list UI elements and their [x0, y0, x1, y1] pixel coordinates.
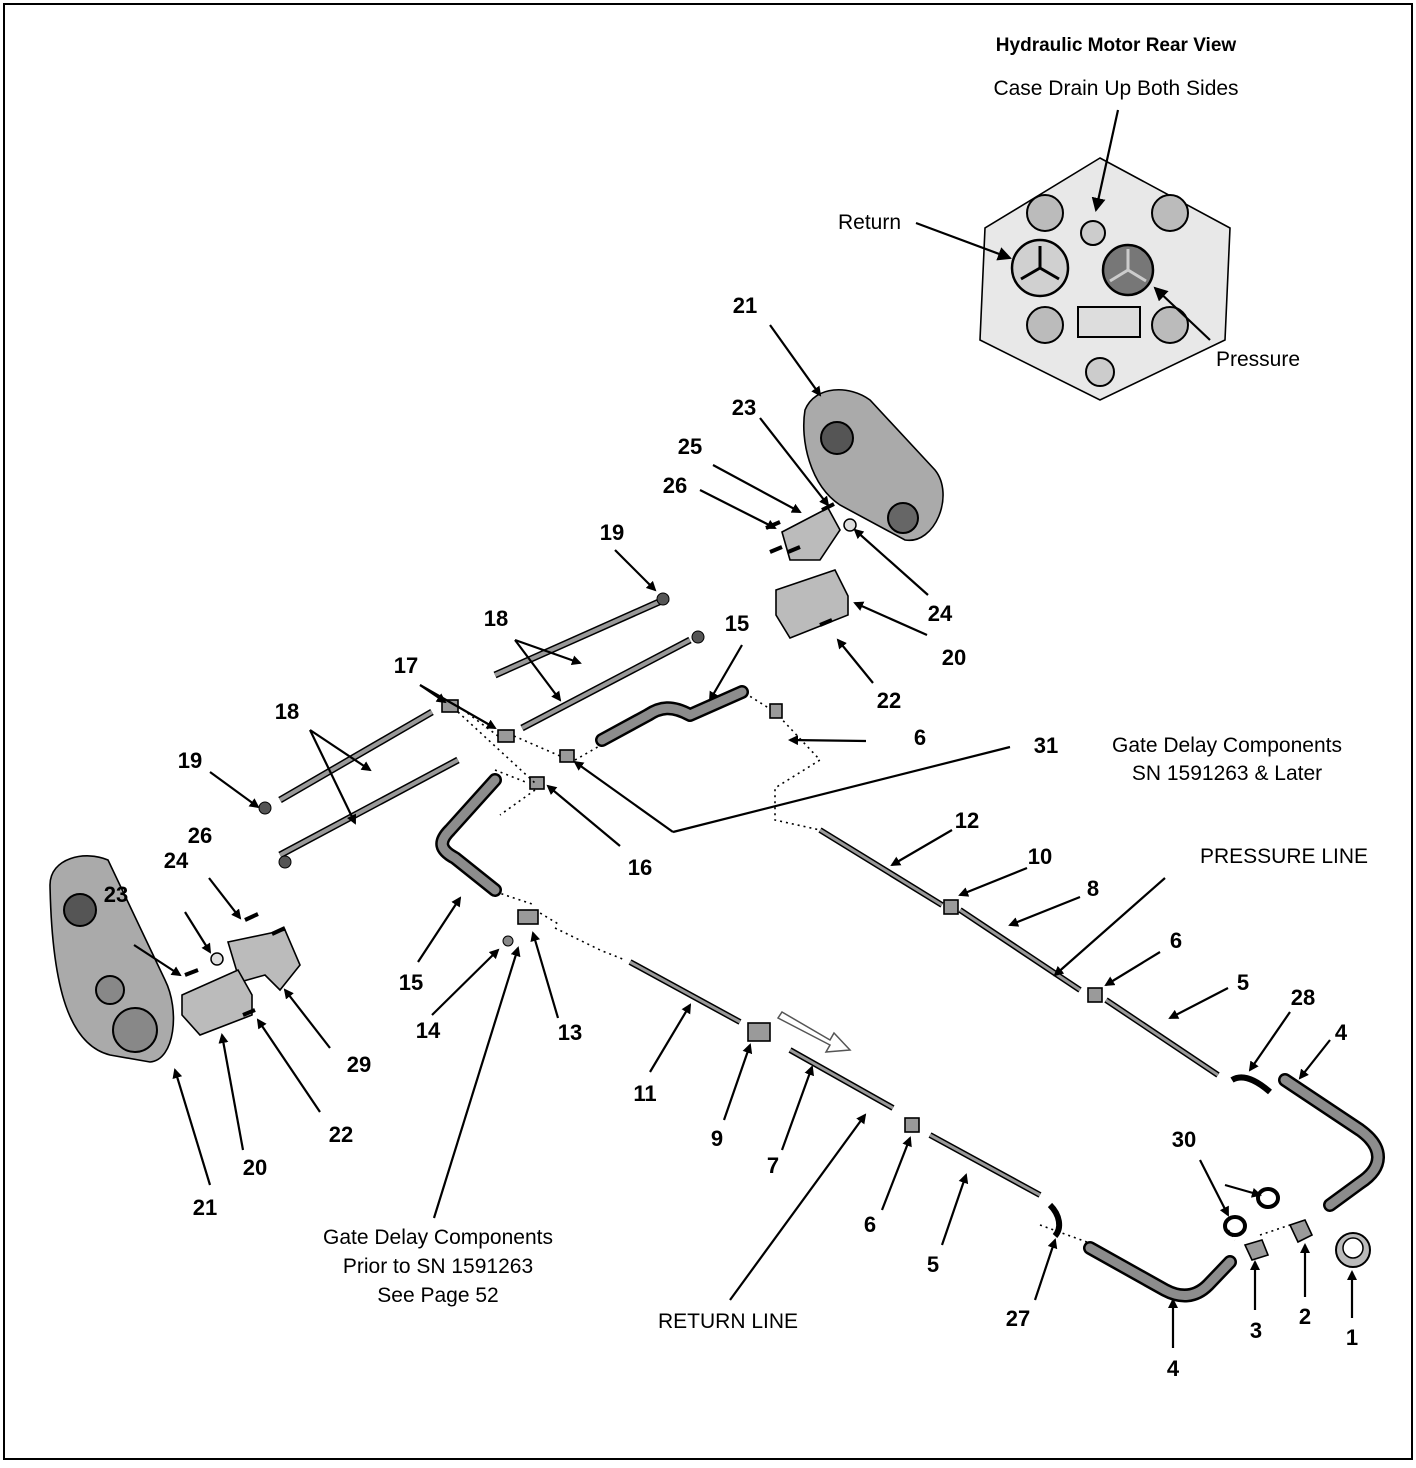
callout-6-low: 6	[864, 1212, 876, 1237]
fitting-2	[1288, 1219, 1314, 1244]
callout-26-top: 26	[663, 473, 687, 498]
return-line-label: RETURN LINE	[658, 1310, 798, 1333]
callout-16: 16	[628, 855, 652, 880]
callout-15-top: 15	[725, 611, 749, 636]
gate-delay-later-line2: SN 1591263 & Later	[1132, 762, 1322, 785]
gearbox-left	[49, 855, 175, 1063]
callout-15-left: 15	[399, 970, 423, 995]
elbow-31	[559, 749, 575, 763]
pressure-line-tubes	[818, 827, 1272, 1095]
callout-leaders	[133, 324, 1357, 1348]
gate-delay-later-line1: Gate Delay Components	[1112, 734, 1342, 757]
fitting-14	[502, 935, 514, 947]
callout-4-right: 4	[1335, 1020, 1348, 1045]
callout-23-top: 23	[732, 395, 756, 420]
callout-21-left: 21	[193, 1195, 217, 1220]
gate-delay-prior-line1: Gate Delay Components	[323, 1226, 553, 1249]
callout-20-top: 20	[942, 645, 966, 670]
o-ring-30b	[1256, 1187, 1280, 1209]
callout-13: 13	[558, 1020, 582, 1045]
callout-24-top: 24	[928, 601, 953, 626]
callout-5-mid: 5	[1237, 970, 1249, 995]
callout-21-top: 21	[733, 293, 757, 318]
page-border	[3, 3, 1413, 1460]
connection-dots	[457, 689, 1291, 1246]
o-ring-30a	[1223, 1215, 1247, 1237]
callout-28: 28	[1291, 985, 1315, 1010]
callout-14: 14	[416, 1018, 441, 1043]
flow-direction-arrow	[776, 1010, 852, 1053]
callout-7: 7	[767, 1153, 779, 1178]
callout-10: 10	[1028, 844, 1052, 869]
callout-19-top: 19	[600, 520, 624, 545]
callout-11: 11	[633, 1081, 656, 1106]
callout-4-low: 4	[1167, 1356, 1180, 1381]
callout-31: 31	[1034, 733, 1058, 758]
valve-9	[747, 1022, 771, 1042]
gate-delay-prior-line3: See Page 52	[377, 1284, 498, 1307]
return-label: Return	[838, 211, 901, 234]
callout-17: 17	[394, 653, 418, 678]
callout-5-low: 5	[927, 1252, 939, 1277]
hydraulic-motor-illustration	[979, 157, 1231, 401]
callout-12: 12	[955, 808, 979, 833]
callout-8: 8	[1087, 876, 1099, 901]
gate-delay-prior-line2: Prior to SN 1591263	[343, 1255, 533, 1278]
callout-22-top: 22	[877, 688, 901, 713]
callout-18-top: 18	[484, 606, 508, 631]
fitting-3	[1243, 1239, 1270, 1261]
callout-26-left: 26	[188, 823, 212, 848]
callout-18-left: 18	[275, 699, 299, 724]
callout-3: 3	[1250, 1318, 1262, 1343]
callout-6-top: 6	[914, 725, 926, 750]
pressure-line-label: PRESSURE LINE	[1200, 845, 1368, 868]
callout-29: 29	[347, 1052, 371, 1077]
callout-19-left: 19	[178, 748, 202, 773]
motor-title: Hydraulic Motor Rear View	[996, 35, 1237, 56]
callout-6-mid: 6	[1170, 928, 1182, 953]
fitting-13	[517, 909, 539, 925]
case-drain-label: Case Drain Up Both Sides	[993, 77, 1238, 100]
elbow-16	[529, 776, 545, 790]
callout-23-left: 23	[104, 882, 128, 907]
callout-9: 9	[711, 1126, 723, 1151]
cylinders-18-lower	[258, 708, 460, 869]
callout-20-left: 20	[243, 1155, 267, 1180]
tee-17b	[497, 729, 515, 743]
return-line-tubes	[628, 959, 1063, 1238]
cylinders-18-upper	[493, 592, 705, 732]
coupler-6-top	[769, 703, 783, 719]
callout-27: 27	[1006, 1306, 1030, 1331]
callout-30: 30	[1172, 1127, 1196, 1152]
callout-22-left: 22	[329, 1122, 353, 1147]
callout-24-left: 24	[164, 848, 189, 873]
pressure-label: Pressure	[1216, 348, 1300, 371]
callout-2: 2	[1299, 1304, 1311, 1329]
actuator-20-upper	[775, 569, 849, 639]
gearbox-right	[802, 389, 944, 541]
callout-numbers: 21 23 25 26 24 20 22 19 18 15 6 31 17 18…	[104, 293, 1358, 1381]
callout-25: 25	[678, 434, 702, 459]
actuator-20-lower	[181, 968, 253, 1036]
callout-1: 1	[1346, 1325, 1358, 1350]
